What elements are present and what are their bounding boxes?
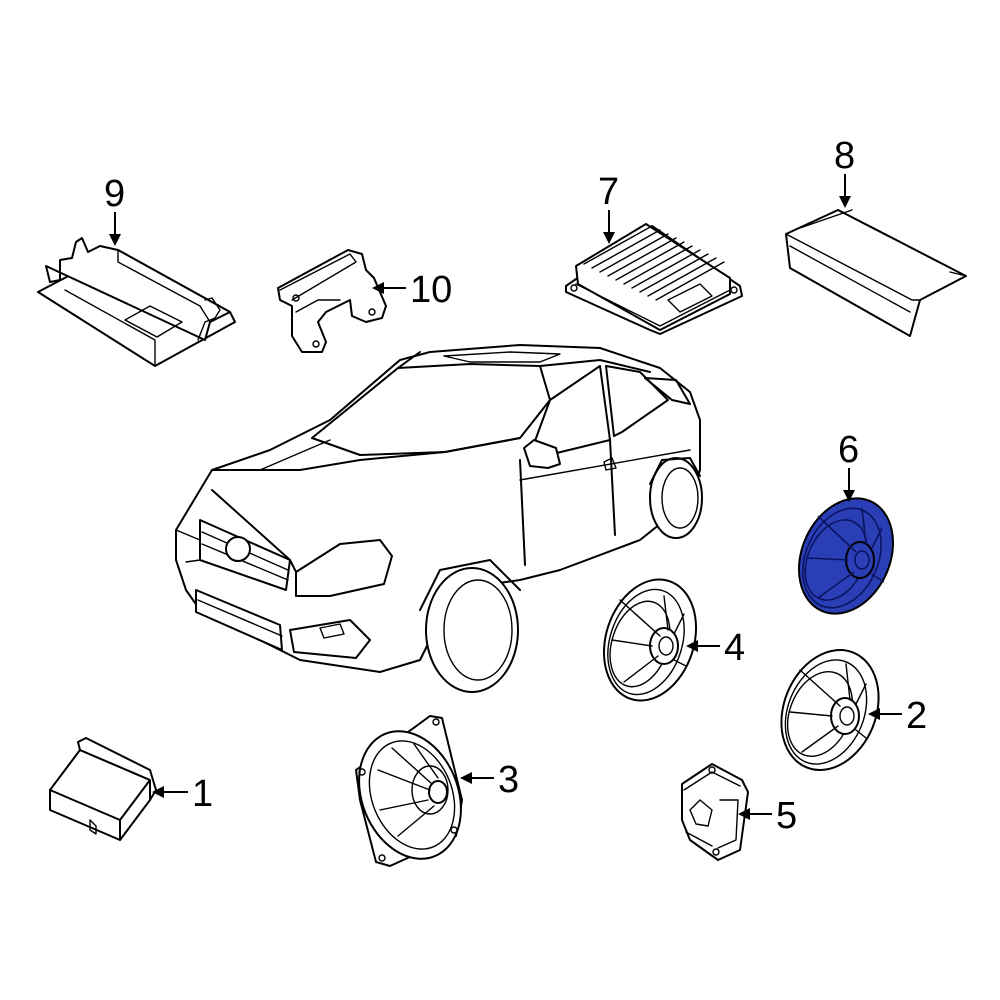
part-1-module[interactable] [49,737,157,841]
callout-label-3: 3 [498,759,519,801]
part-9-control-module-bracket[interactable] [37,237,236,367]
callout-10: 10 [372,269,452,311]
part-6-speaker-highlighted[interactable] [781,483,910,628]
callout-8: 8 [834,135,855,208]
callout-label-5: 5 [776,795,797,837]
callout-5: 5 [738,795,797,837]
callout-label-10: 10 [410,269,452,311]
callout-label-1: 1 [192,773,213,815]
callout-3: 3 [460,759,519,801]
part-7-amplifier[interactable] [565,223,743,335]
callout-label-6: 6 [838,429,859,471]
part-4-speaker[interactable] [589,567,711,712]
callout-9: 9 [104,173,125,246]
part-8-control-module[interactable] [785,209,967,337]
part-2-speaker[interactable] [764,635,896,784]
callout-6: 6 [838,429,859,502]
callout-7: 7 [598,171,619,244]
callout-label-7: 7 [598,171,619,213]
part-10-mounting-bracket[interactable] [277,249,387,353]
callout-label-8: 8 [834,135,855,177]
callout-label-9: 9 [104,173,125,215]
vehicle-outline [175,344,703,693]
part-3-speaker[interactable] [341,715,479,874]
part-5-tweeter[interactable] [681,763,749,861]
callout-label-4: 4 [724,627,745,669]
callout-label-2: 2 [906,695,927,737]
callout-4: 4 [686,627,745,669]
callout-1: 1 [152,773,213,815]
callout-2: 2 [868,695,927,737]
